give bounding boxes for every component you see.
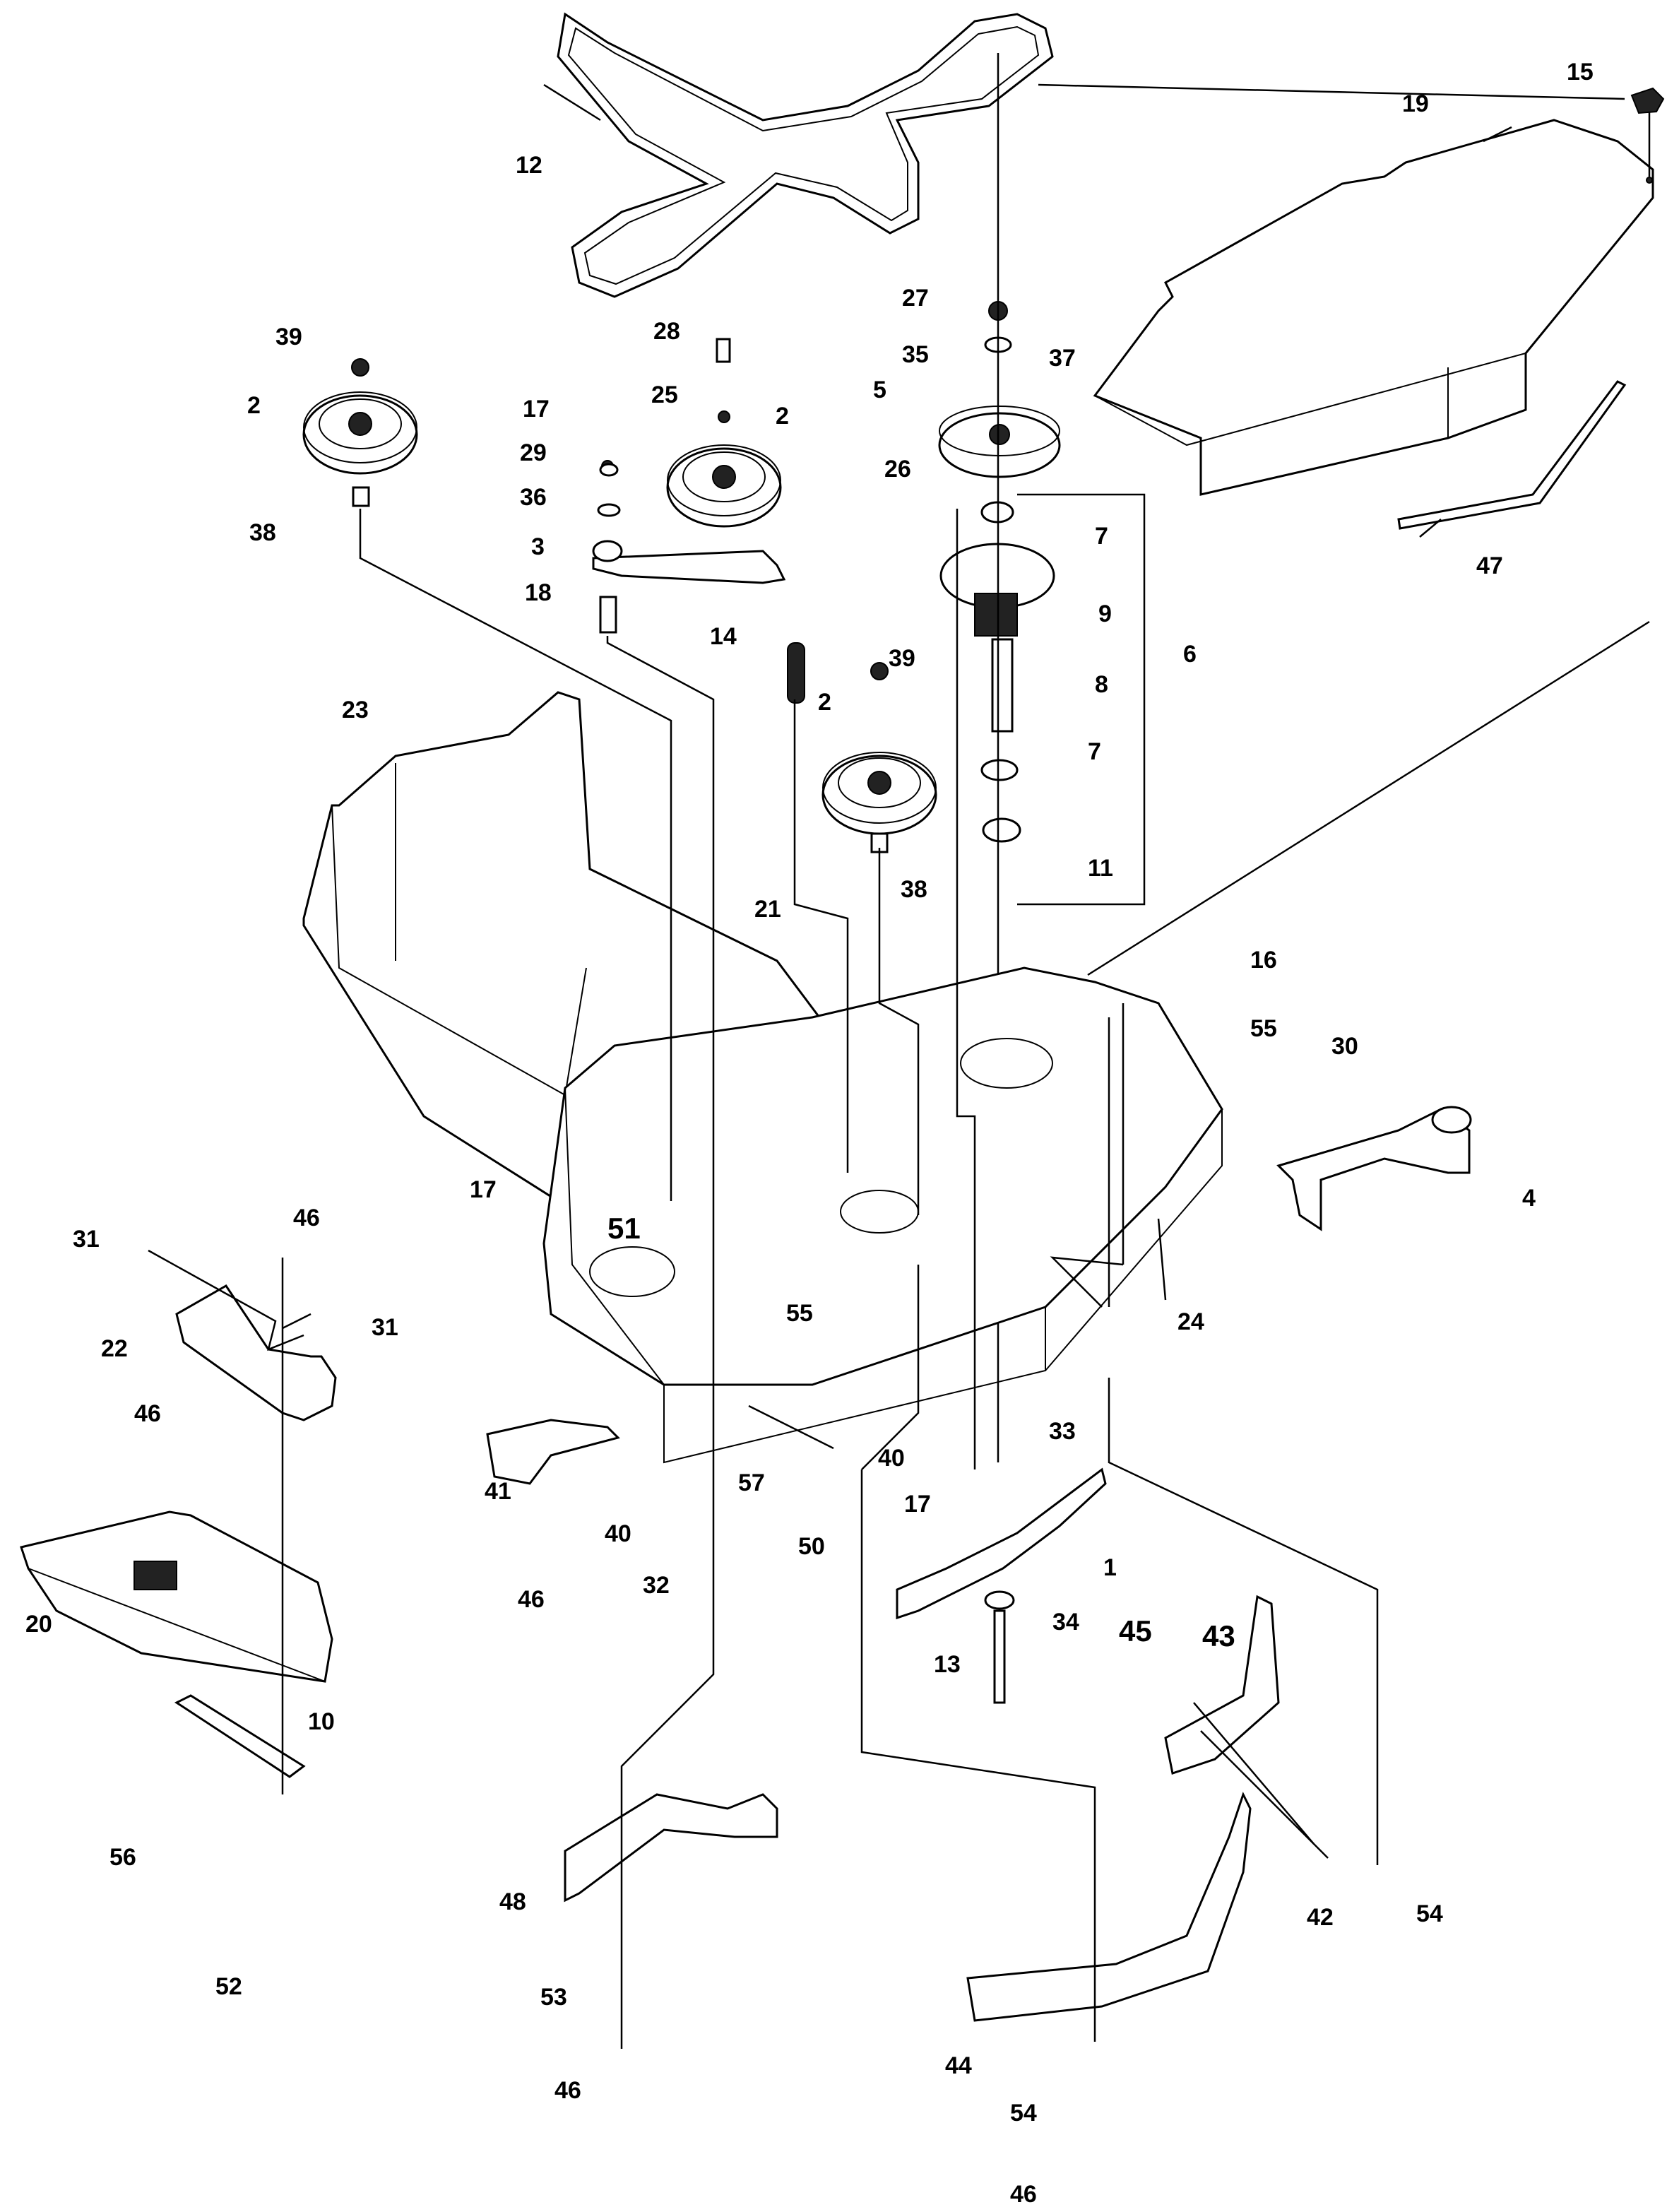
- callout-14: 14: [710, 623, 737, 650]
- blade: [896, 1467, 1107, 1620]
- callout-labels: 1 2 2 2 3 4 5 6 7 7 8 9 10 11 12 13 14 1…: [25, 59, 1594, 2208]
- callout-51: 51: [607, 1212, 641, 1245]
- callout-16: 16: [1250, 947, 1277, 974]
- callout-27: 27: [902, 285, 929, 312]
- deck-cover: [1093, 119, 1654, 496]
- callout-39: 39: [889, 645, 915, 672]
- callout-54: 54: [1010, 2100, 1037, 2127]
- callout-29: 29: [520, 439, 547, 466]
- callout-18: 18: [525, 579, 552, 606]
- callout-9: 9: [1098, 601, 1112, 627]
- callout-38: 38: [901, 876, 927, 903]
- hinge-bracket: [486, 1419, 620, 1485]
- callout-2: 2: [776, 403, 789, 430]
- callout-28: 28: [653, 318, 680, 345]
- idler-arm: [592, 460, 786, 634]
- callout-20: 20: [25, 1611, 52, 1638]
- callout-21: 21: [754, 896, 781, 923]
- belt: [557, 12, 1054, 298]
- callout-17: 17: [523, 396, 550, 422]
- pulley-center: [666, 338, 782, 528]
- callout-56: 56: [109, 1844, 136, 1871]
- callout-53: 53: [540, 1984, 567, 2011]
- callout-30: 30: [1331, 1033, 1358, 1060]
- pulley-left: [302, 358, 418, 507]
- callout-15: 15: [1567, 59, 1594, 85]
- callout-38: 38: [249, 519, 276, 546]
- callout-31: 31: [372, 1314, 398, 1341]
- callout-10: 10: [308, 1708, 335, 1735]
- callout-48: 48: [499, 1888, 526, 1915]
- callout-55: 55: [1250, 1015, 1277, 1042]
- callout-26: 26: [884, 456, 911, 483]
- callout-31: 31: [73, 1226, 100, 1253]
- callout-7: 7: [1095, 523, 1108, 550]
- callout-7: 7: [1088, 738, 1101, 765]
- callout-46: 46: [554, 2077, 581, 2104]
- callout-22: 22: [101, 1335, 128, 1362]
- callout-46: 46: [1010, 2181, 1037, 2208]
- discharge-chute: [20, 1510, 333, 1683]
- side-baffle: [564, 1793, 778, 1903]
- callout-43: 43: [1202, 1619, 1235, 1652]
- callout-55: 55: [786, 1300, 813, 1327]
- callout-1: 1: [1103, 1554, 1117, 1581]
- callout-5: 5: [873, 377, 886, 403]
- callout-4: 4: [1522, 1185, 1536, 1212]
- callout-46: 46: [293, 1205, 320, 1231]
- callout-17: 17: [470, 1176, 497, 1203]
- rear-baffle: [1164, 1595, 1280, 1775]
- callout-33: 33: [1049, 1418, 1076, 1445]
- callout-52: 52: [215, 1973, 242, 2000]
- callout-13: 13: [934, 1651, 961, 1678]
- callout-47: 47: [1476, 552, 1503, 579]
- deck-strip: [1397, 380, 1627, 530]
- spring: [787, 642, 805, 704]
- pulley-right: [821, 662, 937, 853]
- callout-12: 12: [516, 152, 542, 179]
- arm-bracket: [1276, 1106, 1472, 1231]
- callout-50: 50: [798, 1533, 825, 1560]
- callout-46: 46: [134, 1400, 161, 1427]
- callout-39: 39: [275, 324, 302, 350]
- callout-6: 6: [1183, 641, 1197, 668]
- callout-23: 23: [342, 697, 369, 723]
- callout-40: 40: [605, 1520, 631, 1547]
- baffle: [175, 1284, 337, 1421]
- callout-37: 37: [1049, 345, 1076, 372]
- callout-41: 41: [485, 1478, 511, 1505]
- callout-25: 25: [651, 382, 678, 408]
- spindle-bolt: [984, 1590, 1015, 1704]
- callout-57: 57: [738, 1469, 765, 1496]
- callout-40: 40: [878, 1445, 905, 1472]
- callout-2: 2: [818, 689, 831, 716]
- mower-deck: [542, 966, 1223, 1464]
- callout-45: 45: [1119, 1614, 1152, 1648]
- deck-frame: [302, 691, 821, 1203]
- callout-17: 17: [904, 1491, 931, 1518]
- callout-2: 2: [247, 392, 261, 419]
- front-baffle: [966, 1792, 1252, 2022]
- callout-19: 19: [1402, 90, 1429, 117]
- callout-24: 24: [1177, 1308, 1204, 1335]
- callout-8: 8: [1095, 671, 1108, 698]
- callout-42: 42: [1307, 1904, 1334, 1931]
- callout-11: 11: [1088, 855, 1113, 882]
- chute-strip: [174, 1694, 306, 1778]
- leader-lines: [148, 83, 1650, 2049]
- callout-46: 46: [518, 1586, 545, 1613]
- callout-34: 34: [1052, 1609, 1079, 1636]
- callout-3: 3: [531, 533, 545, 560]
- callout-54: 54: [1416, 1900, 1443, 1927]
- callout-35: 35: [902, 341, 929, 368]
- callout-36: 36: [520, 484, 547, 511]
- callout-32: 32: [643, 1572, 670, 1599]
- spindle-assembly: [938, 53, 1146, 1462]
- knob: [1630, 87, 1665, 184]
- callout-44: 44: [945, 2052, 972, 2079]
